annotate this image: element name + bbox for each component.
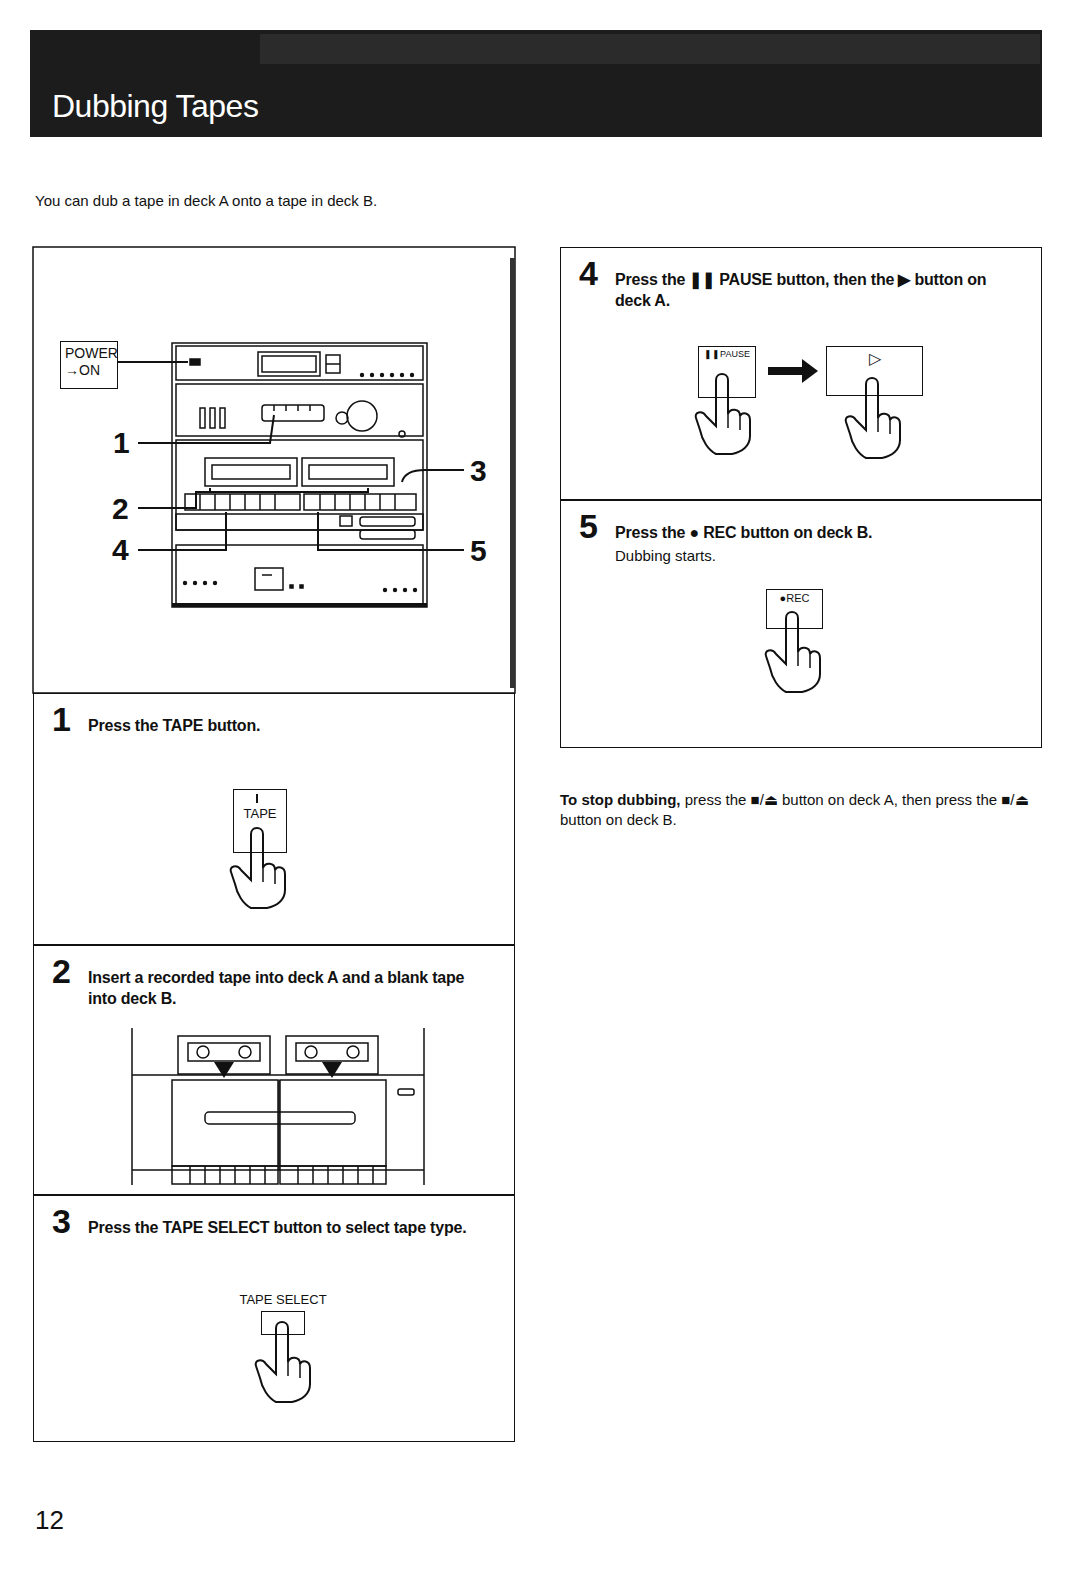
step-number: 1 <box>52 702 71 736</box>
power-label-box: POWER →ON <box>60 341 118 389</box>
callout-number: 2 <box>112 492 129 525</box>
button-box: TAPE <box>233 789 287 853</box>
page-title: Dubbing Tapes <box>52 88 258 125</box>
step-number: 5 <box>579 509 598 543</box>
step-number: 3 <box>52 1204 71 1238</box>
step-instruction: Insert a recorded tape into deck A and a… <box>88 968 493 1010</box>
page-number: 12 <box>35 1506 64 1535</box>
step-number: 2 <box>52 954 71 988</box>
button-label: TAPE SELECT <box>239 1292 326 1307</box>
intro-text: You can dub a tape in deck A onto a tape… <box>35 193 377 210</box>
step-box: 2 Insert a recorded tape into deck A and … <box>33 945 515 1195</box>
step-box: 3 Press the TAPE SELECT button to select … <box>33 1195 515 1442</box>
callout-number: 4 <box>112 533 129 566</box>
title-band <box>30 30 1042 137</box>
callout-number: 5 <box>470 534 487 567</box>
step-instruction: Press the TAPE SELECT button to select t… <box>88 1218 493 1239</box>
button-box: TAPE SELECT <box>261 1311 305 1335</box>
button-box: ▷ <box>826 346 923 396</box>
step-instruction: Press the ● REC button on deck B. <box>615 523 1020 544</box>
step-note: Dubbing starts. <box>615 546 716 566</box>
step-box: 5 Press the ● REC button on deck B.Dubbin… <box>560 500 1042 748</box>
button-box: ●REC <box>766 589 823 629</box>
step-box: 1 Press the TAPE button. TAPE <box>33 693 515 945</box>
button-label: TAPE <box>234 790 286 821</box>
step-box: 4 Press the ❚❚ PAUSE button, then the ▶ b… <box>560 247 1042 500</box>
step-number: 4 <box>579 256 598 290</box>
button-label: ●REC <box>767 590 822 604</box>
power-label: POWER →ON <box>65 345 113 379</box>
button-label: ▷ <box>827 347 922 368</box>
illustration-panel <box>33 247 515 693</box>
deck-illustration <box>132 1028 424 1185</box>
note-heading: To stop dubbing, <box>560 791 681 808</box>
step-instruction: Press the TAPE button. <box>88 716 493 737</box>
button-label: ❚❚PAUSE <box>699 347 755 359</box>
button-box: ❚❚PAUSE <box>698 346 756 398</box>
stereo-illustration <box>172 343 427 607</box>
leader-lines <box>118 362 464 550</box>
stop-note: To stop dubbing, press the ■/⏏ button on… <box>560 790 1030 831</box>
callout-number: 3 <box>470 454 487 487</box>
callout-number: 1 <box>113 426 130 459</box>
flow-arrow <box>768 359 818 383</box>
step-instruction: Press the ❚❚ PAUSE button, then the ▶ bu… <box>615 270 1020 312</box>
